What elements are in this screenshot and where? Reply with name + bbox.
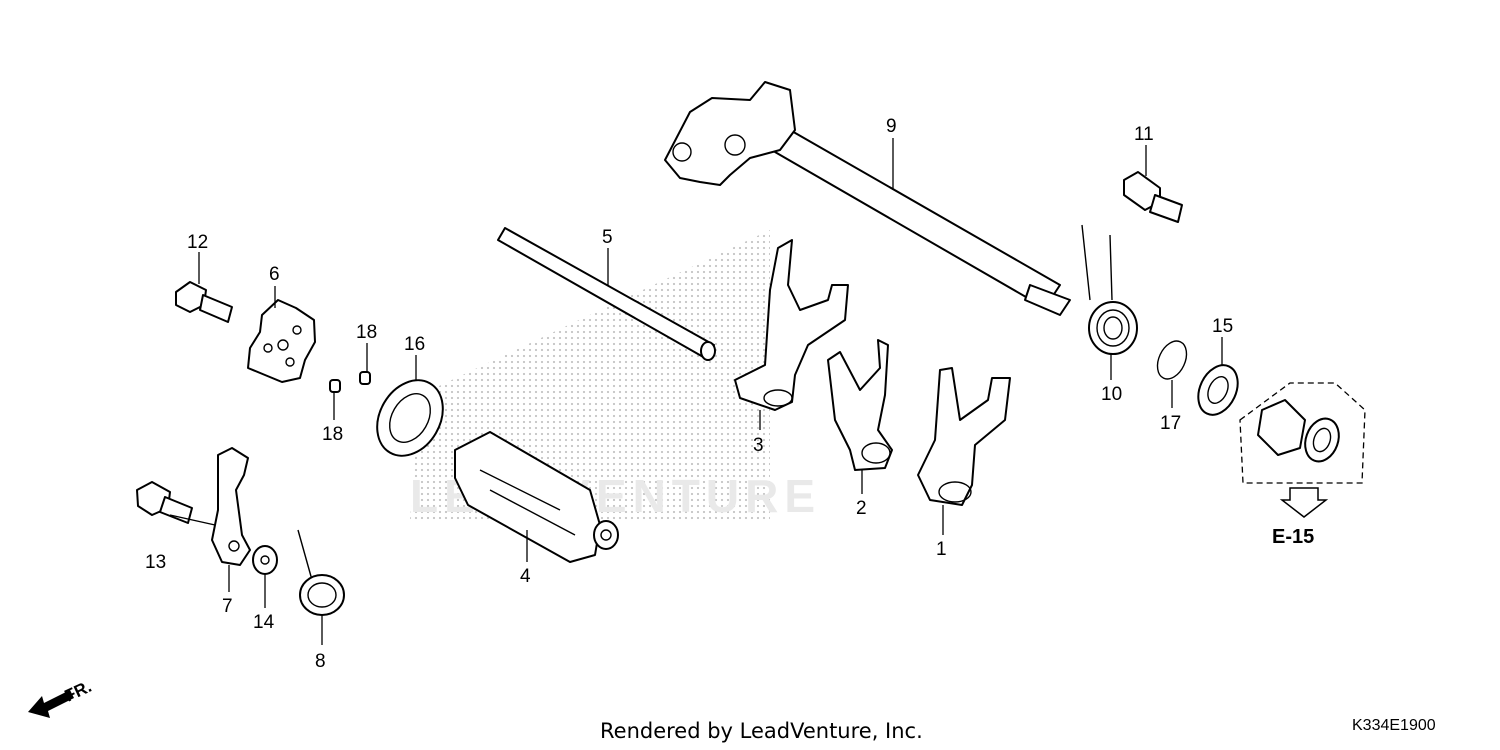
e15-reference-group[interactable] [1239,382,1366,484]
part-17-circlip[interactable] [1152,336,1192,383]
callout-18-lower[interactable]: 18 [322,424,343,445]
part-1-shift-fork[interactable] [917,367,1011,506]
part-12-bolt[interactable] [175,281,233,323]
callout-8[interactable]: 8 [315,651,326,672]
part-10-return-spring[interactable] [1081,224,1138,355]
part-14-washer[interactable] [252,545,278,575]
part-3-shift-fork[interactable] [734,239,849,411]
part-18-dowel-pins[interactable] [329,371,371,393]
part-7-stopper-arm[interactable] [211,447,251,566]
part-6-drum-stopper-plate[interactable] [247,299,316,383]
callout-3[interactable]: 3 [753,435,764,456]
callout-11[interactable]: 11 [1134,124,1154,145]
diagram-code: K334E1900 [1352,717,1436,734]
leader-lines [169,138,1223,645]
part-8-spring[interactable] [297,529,345,616]
part-4-shift-drum[interactable] [454,431,619,563]
callout-2[interactable]: 2 [856,498,867,519]
callout-18-upper[interactable]: 18 [356,322,377,343]
callout-9[interactable]: 9 [886,116,897,137]
callout-5[interactable]: 5 [602,227,613,248]
callout-17[interactable]: 17 [1160,413,1181,434]
callout-1[interactable]: 1 [936,539,947,560]
part-9-shift-spindle[interactable] [664,81,1071,316]
front-arrow-icon [28,690,74,718]
callout-10[interactable]: 10 [1101,384,1122,405]
callout-7[interactable]: 7 [222,596,233,617]
part-11-bolt[interactable] [1123,171,1183,223]
part-15-washer[interactable] [1191,359,1246,421]
callout-15[interactable]: 15 [1212,316,1233,337]
part-13-bolt[interactable] [136,481,193,524]
callout-13[interactable]: 13 [145,552,166,573]
e15-reference-label[interactable]: E-15 [1272,526,1314,548]
e15-arrow-icon [1279,487,1329,518]
callout-6[interactable]: 6 [269,264,280,285]
callout-12[interactable]: 12 [187,232,208,253]
callout-14[interactable]: 14 [253,612,275,633]
callout-4[interactable]: 4 [520,566,531,587]
footer-credit: Rendered by LeadVenture, Inc. [600,719,923,743]
callout-16[interactable]: 16 [404,334,425,355]
part-16-bearing[interactable] [364,368,456,467]
part-2-shift-fork[interactable] [827,339,893,471]
part-5-fork-shaft[interactable] [497,227,716,361]
